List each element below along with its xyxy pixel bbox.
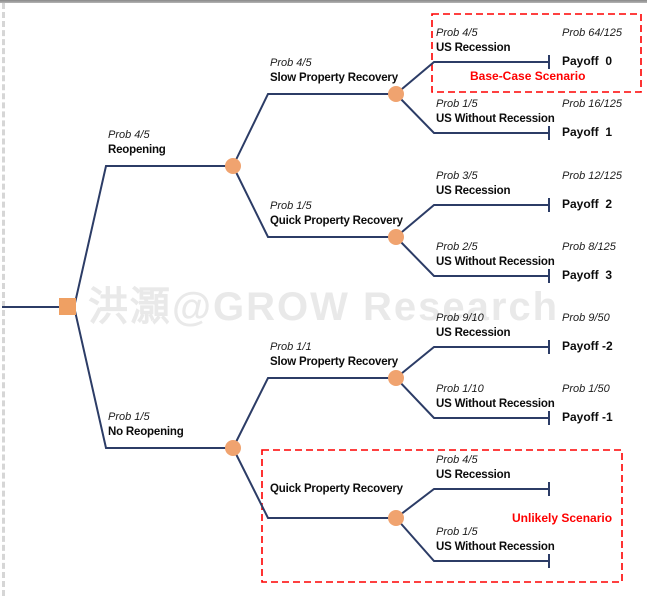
chance-node-slow-top [388,86,404,102]
outcome-prob: Prob 1/5 [436,526,478,538]
chance-node-no-reopening [225,440,241,456]
outcome-line-2 [395,93,549,134]
unlikely-scenario-box [261,449,623,583]
outcome-line-5 [395,346,549,379]
outcome-prob: Prob 4/5 [436,454,478,466]
total-prob-4: Prob 8/125 [562,241,616,253]
branch-label-quick-top: Prob 1/5 Quick Property Recovery [270,199,403,229]
outcome-prob: Prob 3/5 [436,170,478,182]
outcome-line-6 [395,377,549,419]
total-prob-2: Prob 16/125 [562,98,622,110]
branch-label-quick-bottom: Quick Property Recovery [270,482,403,497]
outcome-line-3 [395,204,549,238]
branch-line-no-reopening [74,310,233,449]
outcome-label-3: Prob 3/5 US Recession [436,169,511,199]
branch-name: Quick Property Recovery [270,215,403,227]
branch-name: No Reopening [108,426,184,438]
branch-prob: Prob 4/5 [108,129,150,141]
outcome-prob: Prob 9/10 [436,312,484,324]
payoff-1: Payoff 0 [562,54,613,68]
payoff-3: Payoff 2 [562,197,613,211]
outcome-label-5: Prob 9/10 US Recession [436,311,511,341]
chance-node-reopening [225,158,241,174]
outcome-label-6: Prob 1/10 US Without Recession [436,382,555,412]
outcome-prob: Prob 2/5 [436,241,478,253]
branch-name: Quick Property Recovery [270,483,403,495]
outcome-prob: Prob 1/5 [436,98,478,110]
base-case-scenario-box [431,13,642,93]
branch-label-no-reopening: Prob 1/5 No Reopening [108,410,184,440]
outcome-prob: Prob 4/5 [436,27,478,39]
base-case-scenario-label: Base-Case Scenario [470,69,586,83]
outcome-name: US Recession [436,185,511,197]
outcome-label-1: Prob 4/5 US Recession [436,26,511,56]
branch-prob: Prob 1/5 [108,411,150,423]
branch-prob: Prob 4/5 [270,57,312,69]
outcome-label-4: Prob 2/5 US Without Recession [436,240,555,270]
branch-name: Reopening [108,144,166,156]
total-prob-3: Prob 12/125 [562,170,622,182]
outcome-name: US Without Recession [436,113,555,125]
outcome-line-8 [395,517,549,562]
total-prob-5: Prob 9/50 [562,312,610,324]
page-break-dashed-line [2,3,5,596]
branch-label-reopening: Prob 4/5 Reopening [108,128,166,158]
branch-prob: Prob 1/1 [270,341,312,353]
outcome-line-1 [395,61,549,95]
outcome-line-7 [395,488,549,519]
outcome-label-2: Prob 1/5 US Without Recession [436,97,555,127]
watermark-text: 洪灝@GROW Research [88,285,560,329]
branch-line-quick-top [232,165,396,238]
window-top-edge [0,0,647,3]
outcome-name: US Without Recession [436,256,555,268]
outcome-name: US Recession [436,327,511,339]
total-prob-1: Prob 64/125 [562,27,622,39]
payoff-5: Payoff -2 [562,339,613,353]
chance-node-quick-bottom [388,510,404,526]
outcome-prob: Prob 1/10 [436,383,484,395]
outcome-name: US Without Recession [436,541,555,553]
payoff-2: Payoff 1 [562,125,613,139]
branch-line-slow-top [232,93,396,167]
total-prob-6: Prob 1/50 [562,383,610,395]
payoff-4: Payoff 3 [562,268,613,282]
branch-line-quick-bottom [232,447,396,519]
branch-label-slow-bottom: Prob 1/1 Slow Property Recovery [270,340,398,370]
outcome-line-4 [395,236,549,277]
outcome-label-8: Prob 1/5 US Without Recession [436,525,555,555]
branch-label-slow-top: Prob 4/5 Slow Property Recovery [270,56,398,86]
outcome-label-7: Prob 4/5 US Recession [436,453,511,483]
unlikely-scenario-label: Unlikely Scenario [512,511,613,525]
chance-node-slow-bottom [388,370,404,386]
outcome-name: US Recession [436,42,511,54]
branch-name: Slow Property Recovery [270,72,398,84]
branch-line-slow-bottom [232,377,396,449]
outcome-name: US Recession [436,469,511,481]
branch-prob: Prob 1/5 [270,200,312,212]
branch-name: Slow Property Recovery [270,356,398,368]
payoff-6: Payoff -1 [562,410,613,424]
chance-node-quick-top [388,229,404,245]
decision-node-root [59,298,76,315]
branch-line-reopening [74,165,233,304]
outcome-name: US Without Recession [436,398,555,410]
